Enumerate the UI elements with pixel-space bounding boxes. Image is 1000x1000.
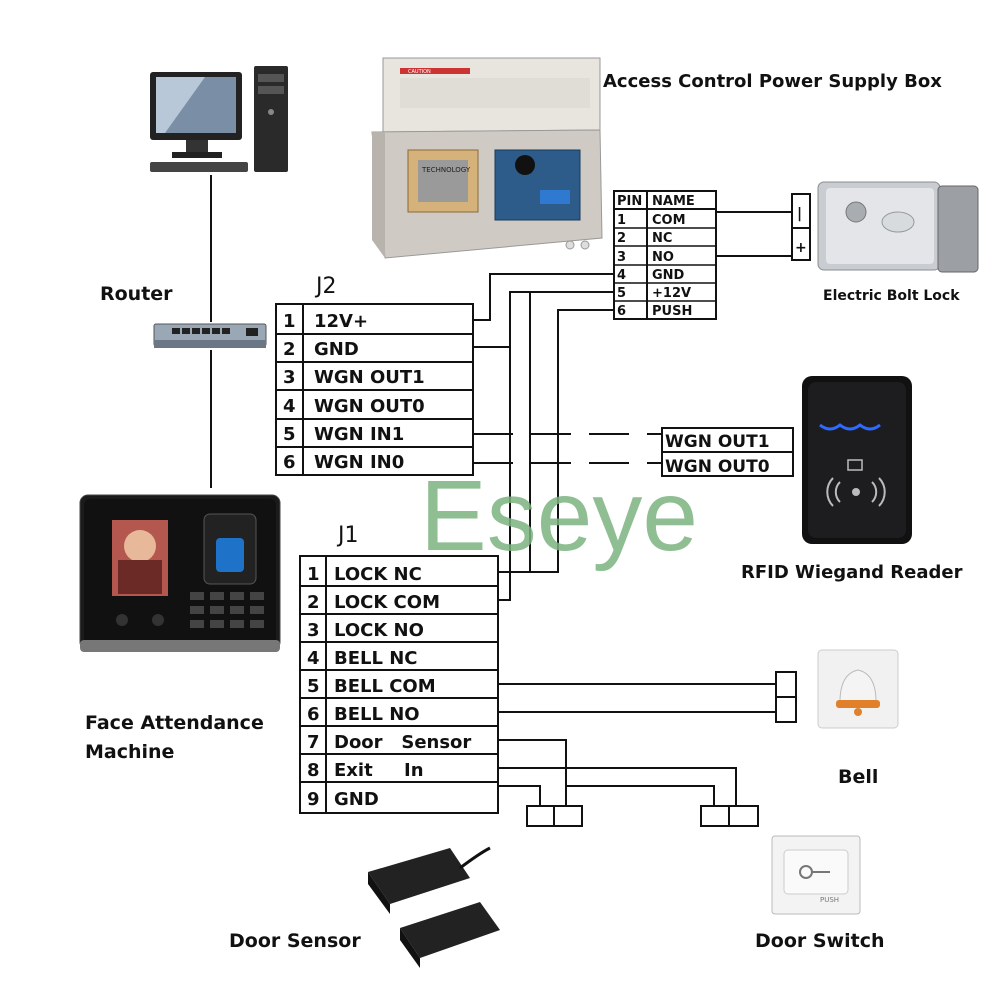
- box-transformer-text: TECHNOLOGY: [421, 166, 471, 174]
- j2-pin-name: 12V+: [314, 311, 368, 332]
- bolt-lock-label: Electric Bolt Lock: [823, 288, 960, 304]
- power-pin: 2: [617, 231, 626, 246]
- j1-pin: 1: [307, 564, 320, 585]
- electric-bolt-lock-image: [817, 181, 979, 273]
- router-icon: [153, 323, 267, 348]
- j1-pin: 9: [307, 789, 320, 810]
- j2-pin: 1: [283, 311, 296, 332]
- j2-pin-name: WGN OUT1: [314, 367, 425, 388]
- power-supply-box-image: CAUTION TECHNOLOGY: [371, 57, 603, 259]
- j2-pin: 3: [283, 367, 296, 388]
- j2-pin-name: WGN OUT0: [314, 396, 425, 417]
- j2-pin-name: GND: [314, 339, 359, 360]
- j1-pin: 7: [307, 732, 320, 753]
- j1-pin-name: GND: [334, 789, 379, 810]
- door-switch-image: PUSH: [771, 835, 861, 915]
- j1-pin: 6: [307, 704, 320, 725]
- power-header-name: NAME: [652, 194, 695, 209]
- lock-terminal: | +: [791, 193, 811, 261]
- power-pin: 3: [617, 250, 626, 265]
- power-box-label: Access Control Power Supply Box: [603, 71, 942, 92]
- watermark-text: Eseye: [420, 460, 698, 572]
- j1-pin: 3: [307, 620, 320, 641]
- j2-pin: 4: [283, 396, 296, 417]
- face-machine-label-line2: Machine: [85, 741, 174, 763]
- power-pin-name: NC: [652, 231, 672, 246]
- rfid-label: RFID Wiegand Reader: [741, 562, 963, 583]
- j1-pin-name: BELL NC: [334, 648, 418, 669]
- router-label: Router: [100, 283, 173, 305]
- j2-title: J2: [314, 274, 337, 299]
- face-machine-label-line1: Face Attendance: [85, 712, 264, 734]
- power-pin-name: COM: [652, 213, 686, 228]
- bell-label: Bell: [838, 766, 878, 788]
- switch-push-text: PUSH: [820, 896, 839, 904]
- j1-table: 1 LOCK NC 2 LOCK COM 3 LOCK NO 4 BELL NC…: [299, 555, 499, 814]
- bell-image: [817, 649, 899, 729]
- door-sensor-terminal: [526, 805, 583, 827]
- j1-pin-name: BELL COM: [334, 676, 436, 697]
- j1-title: J1: [336, 523, 359, 548]
- power-pin: 1: [617, 213, 626, 228]
- reader-pin-out0: WGN OUT0: [665, 457, 770, 477]
- door-sensor-image: [368, 846, 500, 968]
- computer-icon: [150, 66, 288, 172]
- wires: [210, 175, 792, 806]
- door-sensor-label: Door Sensor: [229, 930, 361, 952]
- door-switch-label: Door Switch: [755, 930, 884, 952]
- power-pin: 4: [617, 268, 626, 283]
- power-pin-table: PIN NAME 1 COM 2 NC 3 NO 4 GND 5 +12V 6 …: [613, 190, 717, 320]
- power-pin-name: NO: [652, 250, 674, 265]
- j1-pin: 4: [307, 648, 320, 669]
- j2-pin-name: WGN IN1: [314, 424, 404, 445]
- face-attendance-machine-image: [79, 494, 281, 652]
- j1-pin-name: LOCK COM: [334, 592, 440, 613]
- rfid-reader-image: [802, 376, 912, 544]
- j2-pin: 2: [283, 339, 296, 360]
- j2-table: 1 12V+ 2 GND 3 WGN OUT1 4 WGN OUT0 5 WGN…: [275, 303, 474, 476]
- lock-minus-label: |: [797, 206, 802, 222]
- lock-plus-label: +: [795, 240, 807, 256]
- power-pin-name: GND: [652, 268, 685, 283]
- power-header-pin: PIN: [617, 194, 642, 209]
- door-switch-terminal: [700, 805, 759, 827]
- j2-pin: 5: [283, 424, 296, 445]
- power-pin-name: +12V: [652, 286, 691, 301]
- j1-pin-name: BELL NO: [334, 704, 420, 725]
- j2-pin-name: WGN IN0: [314, 452, 404, 473]
- power-pin: 6: [617, 304, 626, 319]
- bell-terminal: [775, 671, 797, 723]
- reader-pin-table: WGN OUT1 WGN OUT0: [661, 427, 794, 477]
- power-pin: 5: [617, 286, 626, 301]
- j1-pin: 2: [307, 592, 320, 613]
- j1-pin: 8: [307, 760, 320, 781]
- box-caution-text: CAUTION: [408, 69, 431, 75]
- power-pin-name: PUSH: [652, 304, 692, 319]
- j1-pin: 5: [307, 676, 320, 697]
- j2-pin: 6: [283, 452, 296, 473]
- j1-pin-name: LOCK NO: [334, 620, 424, 641]
- j1-pin-name: Door Sensor: [334, 732, 471, 753]
- j1-pin-name: LOCK NC: [334, 564, 422, 585]
- reader-pin-out1: WGN OUT1: [665, 432, 770, 452]
- j1-pin-name: Exit In: [334, 760, 424, 781]
